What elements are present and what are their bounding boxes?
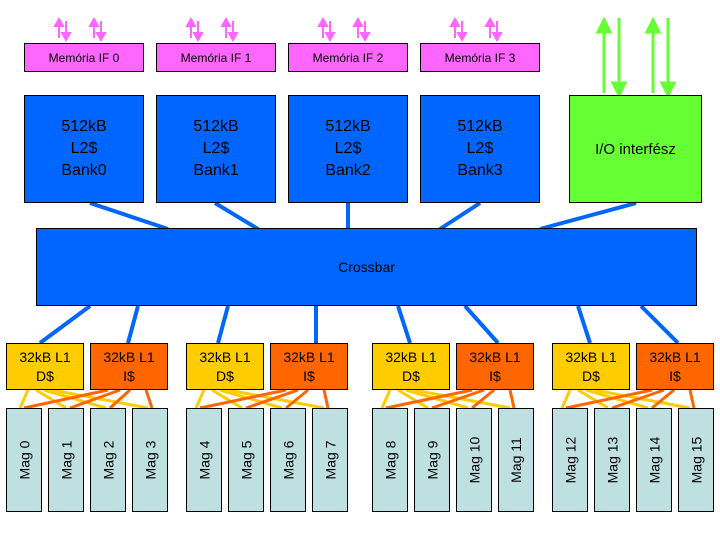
memory-if-3: Memória IF 3	[420, 43, 540, 72]
core-11: Mag 11	[498, 408, 534, 512]
io-arrows	[595, 16, 677, 99]
core-label: Mag 8	[382, 440, 399, 480]
core-12: Mag 12	[552, 408, 588, 512]
memory-arrows-if1	[185, 16, 239, 43]
core-4: Mag 4	[186, 408, 222, 512]
core-label: Mag 1	[58, 440, 75, 480]
crossbar: Crossbar	[36, 228, 697, 306]
l1-data-cache-0: 32kB L1 D$	[6, 343, 84, 390]
memory-if-0: Memória IF 0	[24, 43, 144, 72]
core-label: Mag 10	[466, 436, 483, 484]
core-label: Mag 13	[604, 436, 621, 484]
l1-data-cache-3: 32kB L1 D$	[552, 343, 630, 390]
l1-instr-cache-2: 32kB L1 I$	[456, 343, 534, 390]
core-label: Mag 15	[688, 436, 705, 484]
memory-arrows-if3	[449, 16, 503, 43]
core-1: Mag 1	[48, 408, 84, 512]
core-10: Mag 10	[456, 408, 492, 512]
memory-if-1: Memória IF 1	[156, 43, 276, 72]
io-interface: I/O interfész	[569, 95, 702, 203]
l2-bank-3: 512kB L2$ Bank3	[420, 95, 540, 203]
core-7: Mag 7	[312, 408, 348, 512]
l2-bank-0: 512kB L2$ Bank0	[24, 95, 144, 203]
core-2: Mag 2	[90, 408, 126, 512]
l1-core-links	[18, 388, 696, 410]
core-label: Mag 2	[100, 440, 117, 480]
core-label: Mag 6	[280, 440, 297, 480]
memory-arrows-if0	[53, 16, 107, 43]
core-label: Mag 7	[322, 440, 339, 480]
core-label: Mag 9	[424, 440, 441, 480]
l2-bank-2: 512kB L2$ Bank2	[288, 95, 408, 203]
core-0: Mag 0	[6, 408, 42, 512]
l1-instr-cache-1: 32kB L1 I$	[270, 343, 348, 390]
l1-instr-cache-3: 32kB L1 I$	[636, 343, 714, 390]
core-label: Mag 4	[196, 440, 213, 480]
core-15: Mag 15	[678, 408, 714, 512]
core-8: Mag 8	[372, 408, 408, 512]
core-label: Mag 14	[646, 436, 663, 484]
core-label: Mag 12	[562, 436, 579, 484]
l1-data-cache-1: 32kB L1 D$	[186, 343, 264, 390]
memory-arrows-if2	[317, 16, 371, 43]
memory-if-2: Memória IF 2	[288, 43, 408, 72]
memory-arrows	[53, 16, 503, 43]
core-9: Mag 9	[414, 408, 450, 512]
core-3: Mag 3	[132, 408, 168, 512]
core-6: Mag 6	[270, 408, 306, 512]
l1-instr-cache-0: 32kB L1 I$	[90, 343, 168, 390]
l2-bank-1: 512kB L2$ Bank1	[156, 95, 276, 203]
crossbar-l1-links	[38, 304, 680, 345]
core-label: Mag 3	[142, 440, 159, 480]
l2-crossbar-links	[89, 201, 637, 231]
core-label: Mag 5	[238, 440, 255, 480]
core-14: Mag 14	[636, 408, 672, 512]
core-5: Mag 5	[228, 408, 264, 512]
l1-data-cache-2: 32kB L1 D$	[372, 343, 450, 390]
core-label: Mag 0	[16, 440, 33, 480]
core-13: Mag 13	[594, 408, 630, 512]
core-label: Mag 11	[508, 437, 525, 483]
